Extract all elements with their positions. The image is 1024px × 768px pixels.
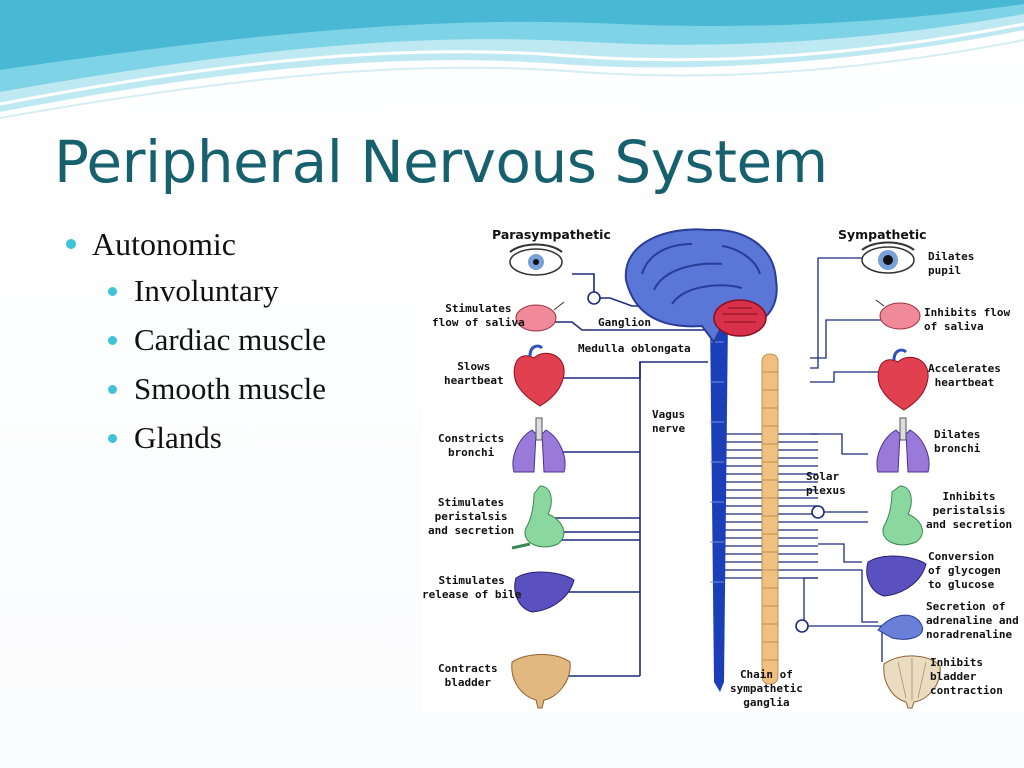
nervous-system-diagram: Parasympathetic Sympathetic Ganglion Med…: [422, 222, 1024, 712]
lungs-icon: [512, 417, 566, 473]
bullet-text: Cardiac muscle: [134, 322, 326, 357]
bullet-dot-icon: [66, 239, 76, 249]
liver-icon: [866, 555, 927, 597]
stomach-icon: [511, 485, 565, 550]
bullet-text: Smooth muscle: [134, 371, 327, 406]
diagram-drawing: [509, 228, 941, 709]
para-effect-bile: Stimulates release of bile: [422, 574, 522, 601]
symp-effect-glycogen: Conversion of glycogen to glucose: [928, 550, 1001, 591]
heart-icon: [877, 348, 929, 411]
sympathetic-header: Sympathetic: [838, 227, 927, 242]
symp-effect-bronchi: Dilates bronchi: [934, 428, 981, 455]
bullet-dot-icon: [108, 434, 117, 443]
lungs-icon: [876, 417, 930, 473]
stomach-icon: [882, 485, 923, 546]
bullet-text: Autonomic: [92, 226, 236, 262]
symp-effect-bladder: Inhibits bladder contraction: [930, 656, 1003, 697]
symp-effect-saliva: Inhibits flow of saliva: [924, 306, 1011, 333]
heart-icon: [513, 344, 565, 407]
bullet-dot-icon: [108, 385, 117, 394]
medulla-oblongata-label: Medulla oblongata: [578, 342, 691, 355]
sub-bullet-cardiac-muscle: Cardiac muscle: [64, 315, 424, 364]
symp-effect-adrenaline: Secretion of adrenaline and noradrenalin…: [926, 600, 1019, 641]
sympathetic-chain-label: Chain of sympathetic ganglia: [730, 668, 803, 709]
bullet-text: Glands: [134, 420, 222, 455]
bladder-icon: [511, 654, 571, 709]
slide-title: Peripheral Nervous System: [54, 128, 828, 196]
bullet-dot-icon: [108, 336, 117, 345]
brain-drawing: [624, 228, 778, 344]
salivary-gland-icon: [515, 301, 565, 332]
para-effect-peristalsis: Stimulates peristalsis and secretion: [428, 496, 515, 537]
ganglion-markers: [587, 291, 825, 633]
para-effect-heartbeat: Slows heartbeat: [444, 360, 504, 387]
parasympathetic-header: Parasympathetic: [492, 227, 611, 242]
eye-icon: [509, 243, 563, 276]
para-effect-bladder: Contracts bladder: [438, 662, 498, 689]
symp-effect-peristalsis: Inhibits peristalsis and secretion: [926, 490, 1013, 531]
parasympathetic-nerves: [554, 273, 708, 677]
sympathetic-chain: [761, 353, 779, 685]
salivary-gland-icon: [875, 299, 921, 330]
vagus-nerve-label: Vagus nerve: [652, 408, 686, 435]
adrenal-gland-icon: [877, 614, 924, 640]
solar-plexus-label: Solar plexus: [806, 470, 846, 497]
eye-icon: [861, 241, 915, 274]
spinal-cord: [706, 318, 728, 692]
ganglion-label: Ganglion: [598, 316, 651, 329]
symp-effect-heartbeat: Accelerates heartbeat: [928, 362, 1001, 389]
bladder-icon: [883, 655, 941, 709]
para-effect-bronchi: Constricts bronchi: [438, 432, 505, 459]
sub-bullet-glands: Glands: [64, 413, 424, 462]
para-effect-saliva: Stimulates flow of saliva: [432, 302, 525, 329]
liver-icon: [514, 571, 575, 613]
bullet-dot-icon: [108, 287, 117, 296]
bullet-autonomic: Autonomic: [64, 222, 424, 266]
sub-bullet-smooth-muscle: Smooth muscle: [64, 364, 424, 413]
sub-bullet-involuntary: Involuntary: [64, 266, 424, 315]
symp-effect-pupil: Dilates pupil: [928, 250, 975, 277]
bullet-list: Autonomic Involuntary Cardiac muscle Smo…: [64, 222, 424, 462]
bullet-text: Involuntary: [134, 273, 279, 308]
header-wave-decoration: [0, 0, 1024, 119]
